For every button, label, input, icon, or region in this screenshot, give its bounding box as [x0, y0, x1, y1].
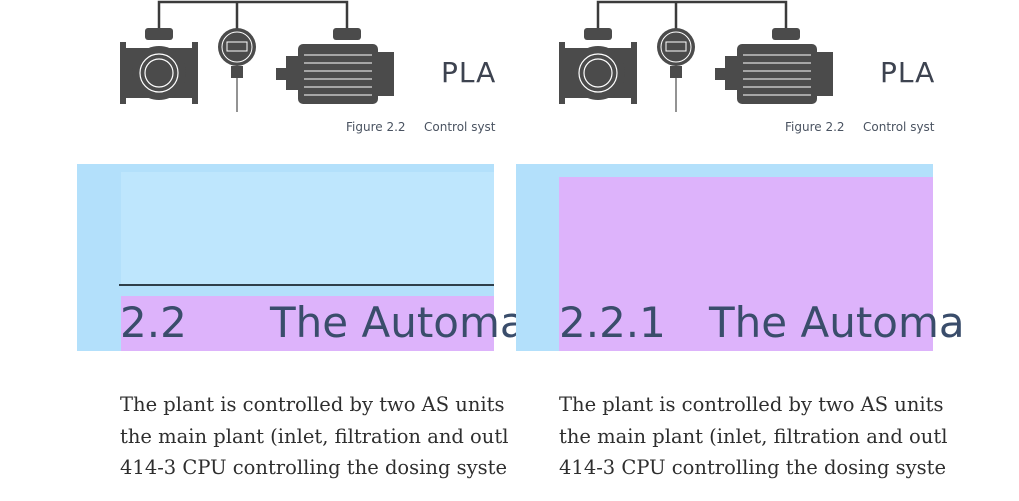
pressure-gauge-icon: [218, 28, 256, 112]
paragraph-line: 414-3 CPU controlling the dosing syste: [559, 456, 947, 479]
document-panel-left: PLA Figure 2.2 Control syst 2.2 The Auto…: [77, 0, 526, 501]
section-rule: [119, 284, 494, 286]
paragraph-line: The plant is controlled by two AS units: [120, 393, 505, 416]
figure-plant-label: PLA: [441, 56, 497, 89]
section-heading-title: The Automa: [709, 298, 965, 347]
section-heading-title: The Automa: [270, 298, 526, 347]
figure-caption: Control syst: [863, 120, 935, 134]
heading-highlight-purple: [559, 177, 933, 351]
paragraph-line: the main plant (inlet, filtration and ou…: [559, 424, 948, 448]
document-panel-right: PLA Figure 2.2 Control syst 2.2.1 The Au…: [516, 0, 965, 501]
pressure-gauge-icon: [657, 28, 695, 112]
figure-number: Figure 2.2: [346, 120, 406, 134]
body-paragraph: The plant is controlled by two AS units …: [120, 389, 580, 484]
control-system-illustration: [120, 0, 394, 112]
highlight-block-inner: [121, 172, 494, 285]
pump-motor-icon: [276, 28, 394, 104]
figure-plant-label: PLA: [880, 56, 936, 89]
figure-caption: Control syst: [424, 120, 496, 134]
heading-highlight-purple: [121, 296, 494, 351]
valve-icon: [120, 28, 198, 104]
paragraph-line: The plant is controlled by two AS units: [559, 393, 944, 416]
section-heading-number: 2.2.1: [559, 298, 666, 347]
valve-icon: [559, 28, 637, 104]
body-paragraph: The plant is controlled by two AS units …: [559, 389, 1019, 484]
paragraph-line: the main plant (inlet, filtration and ou…: [120, 424, 509, 448]
section-heading-number: 2.2: [120, 298, 187, 347]
figure-number: Figure 2.2: [785, 120, 845, 134]
paragraph-line: 414-3 CPU controlling the dosing syste: [120, 456, 508, 479]
control-system-illustration: [559, 0, 833, 112]
pump-motor-icon: [715, 28, 833, 104]
